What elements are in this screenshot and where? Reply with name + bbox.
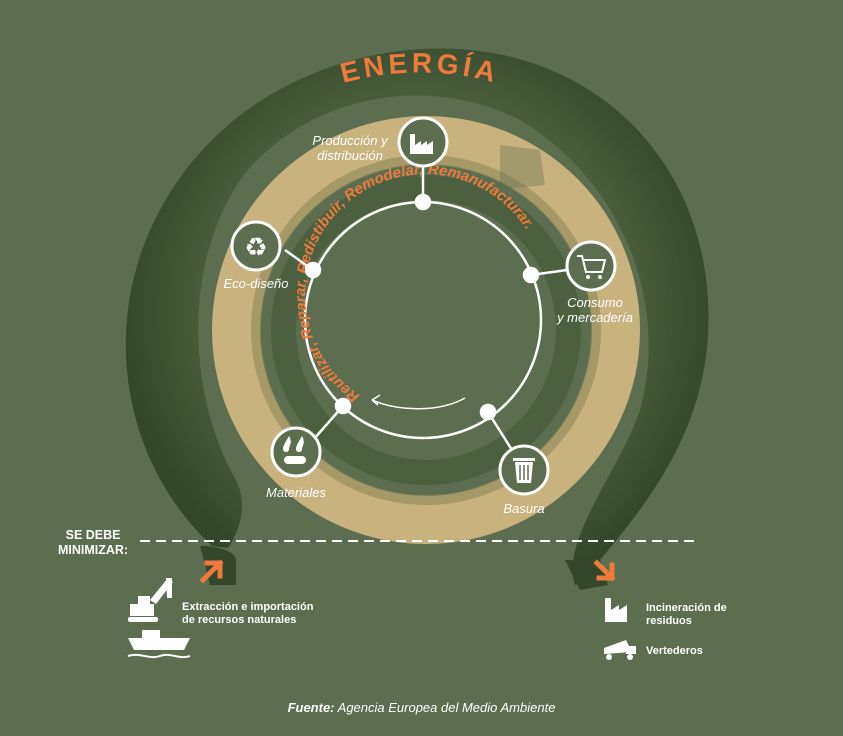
landfill-text: Vertederos [646,645,703,657]
output-arrow-icon [593,559,616,582]
incineration-label: Incineración de residuos [646,602,727,628]
extraction-line1: Extracción e importación [182,601,314,613]
production-label-line2: distribución [317,148,383,163]
materials-label-text: Materiales [266,485,326,500]
production-label: Producción y distribución [300,133,400,163]
consumption-label: Consumo y mercadería [545,295,645,325]
incineration-line2: residuos [646,615,692,627]
consumption-label-line1: Consumo [567,295,623,310]
source-note: Fuente: Agencia Europea del Medio Ambien… [0,700,843,715]
extraction-label: Extracción e importación de recursos nat… [182,601,313,627]
cycle-arrow [371,394,466,410]
production-label-line1: Producción y [312,133,388,148]
recycle-icon: ♻ [230,220,282,272]
incineration-line1: Incineración de [646,602,727,614]
waste-label: Basura [484,501,564,516]
minimize-label: SE DEBE MINIMIZAR: [58,528,128,558]
extraction-line2: de recursos naturales [182,614,297,626]
excavator-icon [128,578,173,622]
drops-logs-icon [270,426,322,478]
consumption-label-line2: y mercadería [557,310,633,325]
ecodesign-label: Eco-diseño [210,276,302,291]
minimize-line2: MINIMIZAR: [58,543,129,557]
factory-icon [397,116,449,168]
source-text: Agencia Europea del Medio Ambiente [337,700,556,715]
materials-label: Materiales [250,485,342,500]
ecodesign-label-text: Eco-diseño [223,276,289,291]
input-arrow-icon [199,559,224,584]
svg-text:♻: ♻ [244,233,267,263]
ship-icon [127,630,191,659]
shopping-cart-icon [565,240,617,292]
source-prefix: Fuente: [287,700,335,715]
waste-label-text: Basura [503,501,545,516]
spokes [284,165,568,451]
incineration-factory-icon [605,598,627,622]
minimize-line1: SE DEBE [65,528,121,542]
landfill-label: Vertederos [646,645,703,658]
trash-can-icon [498,444,550,496]
dump-truck-icon [604,640,636,660]
